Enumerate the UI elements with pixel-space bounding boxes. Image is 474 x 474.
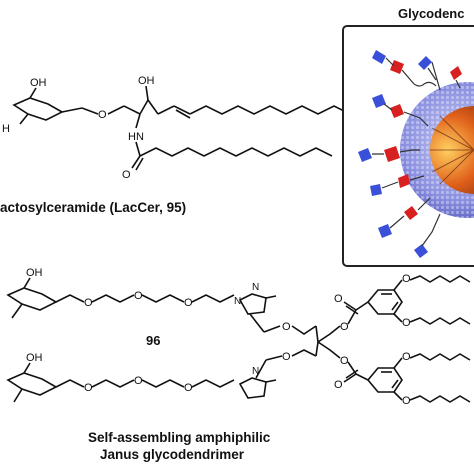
ether-o-3: O [402,351,411,363]
ligand-2 [418,56,441,91]
janus-caption-line2: Janus glycodendrimer [100,447,245,462]
peg-o-6: O [184,382,193,394]
ether-o-4: O [402,395,411,407]
triazole-n-lower: N [252,366,259,377]
ligand-7 [414,213,441,258]
ligand-5 [370,174,425,196]
ligand-1 [372,50,437,87]
peg-o-3: O [184,297,193,309]
core-o-1: O [282,321,291,333]
glycodendrimersome-title: Glycodenc [398,6,465,21]
ligand-4 [358,146,420,162]
sugar2-oh-label: OH [26,267,43,279]
peg-o-4: O [84,382,93,394]
triazole-n-side: N [234,296,241,307]
peg-o-2: O [134,290,143,302]
peg-o-1: O [84,297,93,309]
ligand-3 [372,94,429,127]
ligand-6 [378,197,431,238]
ceramide-hn-label: HN [128,131,144,143]
sugar1-o-label: O [98,109,107,121]
sugar3-oh-label: OH [26,352,43,364]
ligand-8 [450,66,462,89]
ester-o-1: O [340,321,349,333]
janus-caption-line1: Self-assembling amphiphilic [88,430,271,445]
triazole-n-upper: N [252,282,259,293]
glycodendrimersome-panel [342,25,474,267]
amide-o-label: O [122,169,131,181]
glycodendrimer-atom-labels: OH OH O O O O O O N N N O O O O O O O O … [26,267,411,407]
glycodendrimer-96-structure [6,275,471,403]
lacer-caption: actosylceramide (LacCer, 95) [0,200,187,215]
carbonyl-o-2: O [334,379,343,391]
lacer-atom-labels: OH O H OH HN O [2,75,155,181]
core-o-2: O [282,351,291,363]
sugar1-h-label: H [2,123,10,135]
ceramide-oh-label: OH [138,75,155,87]
compound-96-label: 96 [146,333,160,348]
peg-o-5: O [134,375,143,387]
ester-o-2: O [340,355,349,367]
carbonyl-o-1: O [334,293,343,305]
sugar1-oh-label: OH [30,77,47,89]
ether-o-1: O [402,273,411,285]
ether-o-2: O [402,317,411,329]
